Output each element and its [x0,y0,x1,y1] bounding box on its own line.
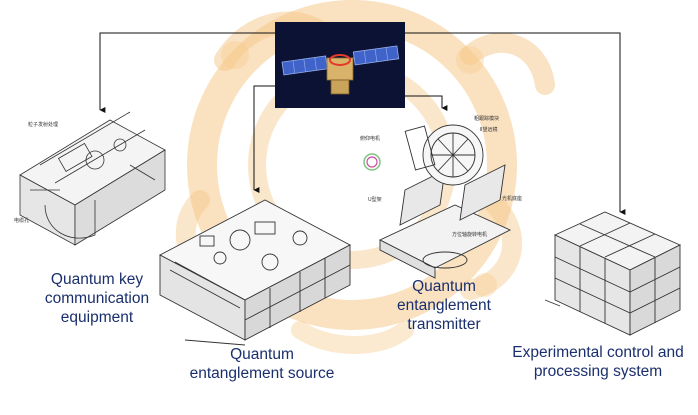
satellite-image [275,22,405,108]
connector-qes [253,85,275,193]
ecp-equipment-drawing [544,211,682,336]
qkc-equipment-drawing [19,111,166,246]
qkc-annotation-side: 电缆孔 [14,217,29,224]
qet-annotation-4: U型架 [368,196,382,203]
label-quantum-entanglement-transmitter: Quantum entanglement transmitter [397,278,491,333]
qkc-annotation-top: 粒子发射处理 [28,121,58,128]
label-quantum-entanglement-source: Quantum entanglement source [189,346,335,382]
connector-qet [405,95,448,111]
label-experimental-control-processing-system: Experimental control and processing syst… [512,344,684,380]
qet-annotation-3: Ⅱ望远镜 [480,126,497,133]
qet-annotation-5: 光机底座 [502,195,522,202]
qet-annotation-6: 方位轴旋转电机 [452,231,487,238]
connector-ecp [405,32,626,215]
label-quantum-key-communication-equipment: Quantum key communication equipment [44,271,150,326]
qes-equipment-drawing [159,199,351,346]
connector-qkc [99,32,275,113]
qet-equipment-drawing [363,124,512,279]
qet-annotation-2: 俯仰电机 [360,135,380,142]
satellite-icon [281,45,400,95]
qet-annotation-1: 粗跟踪模块 [474,115,499,122]
